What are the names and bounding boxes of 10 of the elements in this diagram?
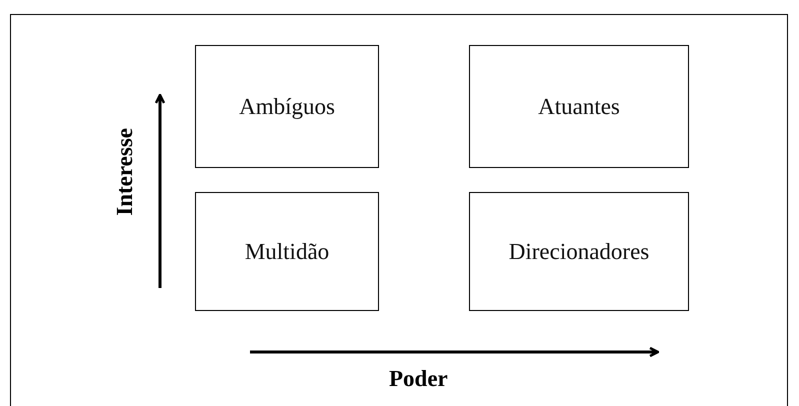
- category-label: Direcionadores: [508, 238, 650, 264]
- category-label: Multidão: [244, 238, 330, 264]
- category-label: Atuantes: [538, 94, 620, 120]
- category-label: Ambíguos: [239, 94, 335, 120]
- category-box: [469, 45, 689, 168]
- category-box: [469, 192, 689, 311]
- category-box: [195, 45, 379, 168]
- axis-label: Interesse: [112, 128, 138, 216]
- category-box: [195, 192, 379, 311]
- axis-label: Poder: [389, 366, 448, 392]
